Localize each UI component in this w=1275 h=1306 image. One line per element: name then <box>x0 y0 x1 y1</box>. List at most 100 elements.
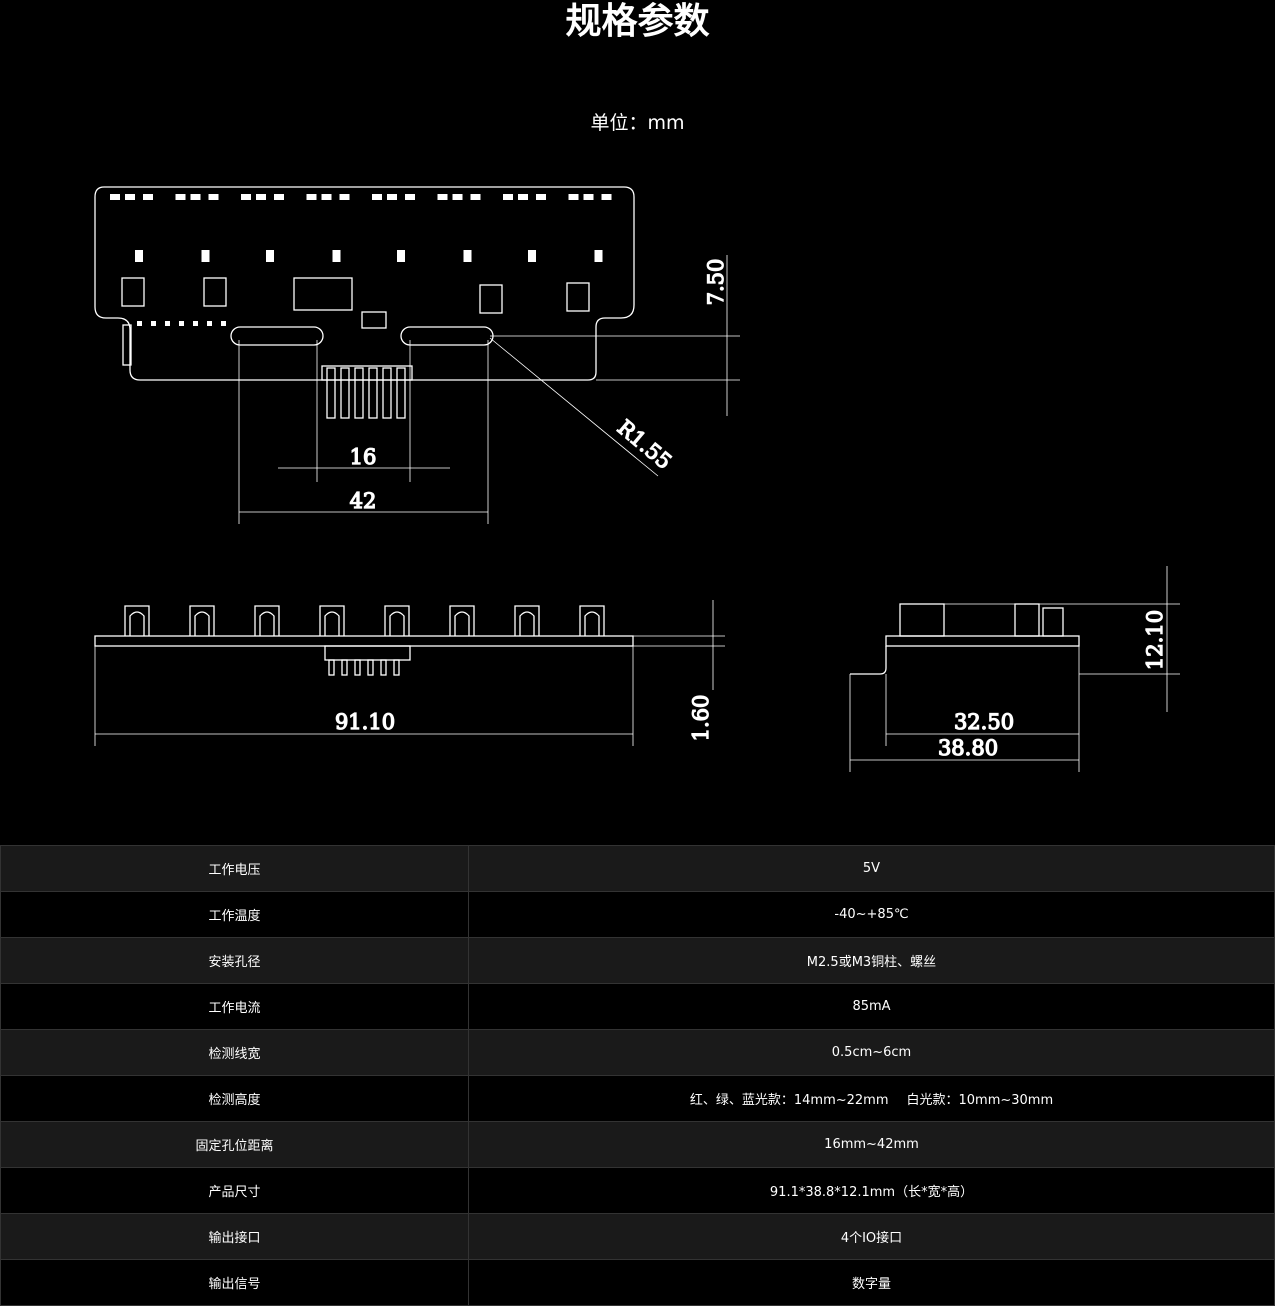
dim-length: 91.10 <box>335 710 395 734</box>
pad <box>503 194 513 200</box>
spec-row: 检测高度 红、绿、蓝光款：14mm~22mm 白光款：10mm~30mm <box>0 1075 1275 1122</box>
header-pin <box>354 659 361 676</box>
header-pin <box>396 367 406 419</box>
pad <box>332 250 341 262</box>
spec-value: 数字量 <box>851 1277 891 1292</box>
pad <box>339 194 350 200</box>
sensor-emitter <box>384 605 410 636</box>
pad <box>266 250 274 262</box>
header-pin <box>354 367 364 419</box>
spec-value-cell: 16mm~42mm <box>468 1121 1275 1168</box>
spec-value: 红、绿、蓝光款：14mm~22mm <box>689 1093 889 1108</box>
spec-value: -40~+85℃ <box>834 907 909 922</box>
spec-value-2: 白光款：10mm~30mm <box>906 1093 1054 1108</box>
pad <box>193 321 198 326</box>
pad <box>125 194 135 200</box>
pad <box>594 250 603 262</box>
dim-thickness: 1.60 <box>689 695 713 742</box>
pad <box>452 194 463 200</box>
dim-side-height: 12.10 <box>1143 610 1167 670</box>
pad <box>306 194 317 200</box>
pad <box>221 321 226 326</box>
dim-hole-outer: 42 <box>350 489 377 513</box>
spec-value: M2.5或M3铜柱、螺丝 <box>806 955 937 970</box>
pad <box>397 250 405 262</box>
header-pin <box>380 659 387 676</box>
spec-label: 检测高度 <box>0 1075 469 1122</box>
spec-label: 检测线宽 <box>0 1029 469 1076</box>
header-pin <box>368 367 378 419</box>
pad <box>190 194 201 200</box>
ic-chip <box>203 277 227 307</box>
spec-row: 工作温度-40~+85℃ <box>0 891 1275 938</box>
pad <box>256 194 266 200</box>
pad <box>518 194 528 200</box>
spec-label: 工作电压 <box>0 845 469 892</box>
side-view: 32.50 38.80 12.10 <box>849 566 1180 772</box>
pad <box>151 321 156 326</box>
spec-value: 0.5cm~6cm <box>831 1045 912 1060</box>
spec-value-cell: 4个IO接口 <box>468 1213 1275 1260</box>
spec-row: 产品尺寸 91.1*38.8*12.1mm（长*宽*高） <box>0 1167 1275 1214</box>
pad <box>201 250 210 262</box>
spec-value: 16mm~42mm <box>824 1137 919 1152</box>
pad <box>241 194 251 200</box>
pad <box>137 321 142 326</box>
dim-side-inner: 32.50 <box>954 710 1014 734</box>
header-pin <box>341 659 348 676</box>
pad <box>601 194 612 200</box>
spec-row: 固定孔位距离 16mm~42mm <box>0 1121 1275 1168</box>
spec-value-cell: 数字量 <box>468 1259 1275 1306</box>
spec-value: 85mA <box>852 999 891 1014</box>
spec-label: 输出接口 <box>0 1213 469 1260</box>
pad <box>536 194 546 200</box>
sensor-emitter <box>319 605 345 636</box>
spec-row: 输出信号 数字量 <box>0 1259 1275 1306</box>
spec-value: 91.1*38.8*12.1mm（长*宽*高） <box>769 1185 974 1200</box>
pad <box>470 194 481 200</box>
unit-label: 单位：mm <box>590 112 685 134</box>
top-view: 16 42 7.50 R1.55 <box>94 186 740 524</box>
header-pin <box>393 659 400 676</box>
header-pin <box>328 659 335 676</box>
pad <box>583 194 594 200</box>
spec-value-cell: 91.1*38.8*12.1mm（长*宽*高） <box>468 1167 1275 1214</box>
pad <box>179 321 184 326</box>
pad <box>321 194 332 200</box>
ic-chip <box>121 277 145 307</box>
dim-side-outer: 38.80 <box>938 736 998 760</box>
sensor-emitter <box>579 605 605 636</box>
spec-label: 产品尺寸 <box>0 1167 469 1214</box>
pad <box>135 250 143 262</box>
spec-row: 检测线宽 0.5cm~6cm <box>0 1029 1275 1076</box>
pad <box>437 194 448 200</box>
dimension-drawing: 16 42 7.50 R1.55 91.10 1.60 32.50 38.80 <box>94 186 1180 772</box>
sensor-emitter <box>189 605 215 636</box>
header-pin <box>382 367 392 419</box>
ic-chip <box>566 282 590 312</box>
pad <box>568 194 579 200</box>
sensor-emitter <box>514 605 540 636</box>
header-pin <box>326 367 336 419</box>
spec-value-cell: M2.5或M3铜柱、螺丝 <box>468 937 1275 984</box>
pad <box>528 250 536 262</box>
pad <box>463 250 472 262</box>
dim-top-height: 7.50 <box>704 259 728 306</box>
sensor-emitter <box>124 605 150 636</box>
spec-label: 输出信号 <box>0 1259 469 1306</box>
spec-value-cell: -40~+85℃ <box>468 891 1275 938</box>
spec-value-cell: 85mA <box>468 983 1275 1030</box>
spec-label: 安装孔径 <box>0 937 469 984</box>
ic-chip <box>479 284 503 314</box>
pad <box>165 321 170 326</box>
pad <box>405 194 415 200</box>
header-pin <box>367 659 374 676</box>
spec-label: 固定孔位距离 <box>0 1121 469 1168</box>
header-pin <box>340 367 350 419</box>
pad <box>143 194 153 200</box>
spec-value-cell: 0.5cm~6cm <box>468 1029 1275 1076</box>
sensor-emitter <box>449 605 475 636</box>
